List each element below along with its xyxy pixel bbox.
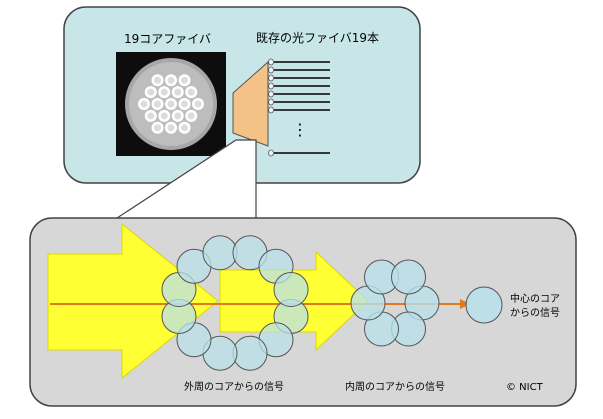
fiber-core <box>192 98 204 110</box>
copyright: © NICT <box>506 382 544 393</box>
fiber-core <box>152 122 164 134</box>
fiber-core <box>158 86 170 98</box>
fiber-cross-section-image <box>116 52 226 156</box>
fiber-core <box>172 110 184 122</box>
fiber-label: 19コアファイバ <box>124 32 211 46</box>
center-label-line1: 中心のコア <box>510 292 560 305</box>
fiber-core <box>179 74 191 86</box>
fiber-core <box>165 122 177 134</box>
bundle-ellipsis: ⋮ <box>292 120 308 139</box>
fiber-core <box>179 98 191 110</box>
bundle-label: 既存の光ファイバ19本 <box>256 31 379 45</box>
outer-core <box>274 273 308 307</box>
outer-core <box>233 336 267 370</box>
center-core <box>466 287 502 323</box>
fiber-core <box>145 86 157 98</box>
fiber-core <box>158 110 170 122</box>
center-label-line2: からの信号 <box>510 307 560 319</box>
fiber-core <box>145 110 157 122</box>
fiber-core <box>185 86 197 98</box>
fiber-core <box>152 98 164 110</box>
fiber-core <box>138 98 150 110</box>
fiber-core <box>179 122 191 134</box>
outer-label: 外周のコアからの信号 <box>184 381 284 393</box>
fiber-core <box>185 110 197 122</box>
fiber-core <box>152 74 164 86</box>
inner-core <box>392 260 426 294</box>
outer-core <box>203 236 237 270</box>
fiber-core <box>165 98 177 110</box>
inner-label: 内周のコアからの信号 <box>345 380 445 393</box>
fiber-core <box>165 74 177 86</box>
fiber-core <box>172 86 184 98</box>
